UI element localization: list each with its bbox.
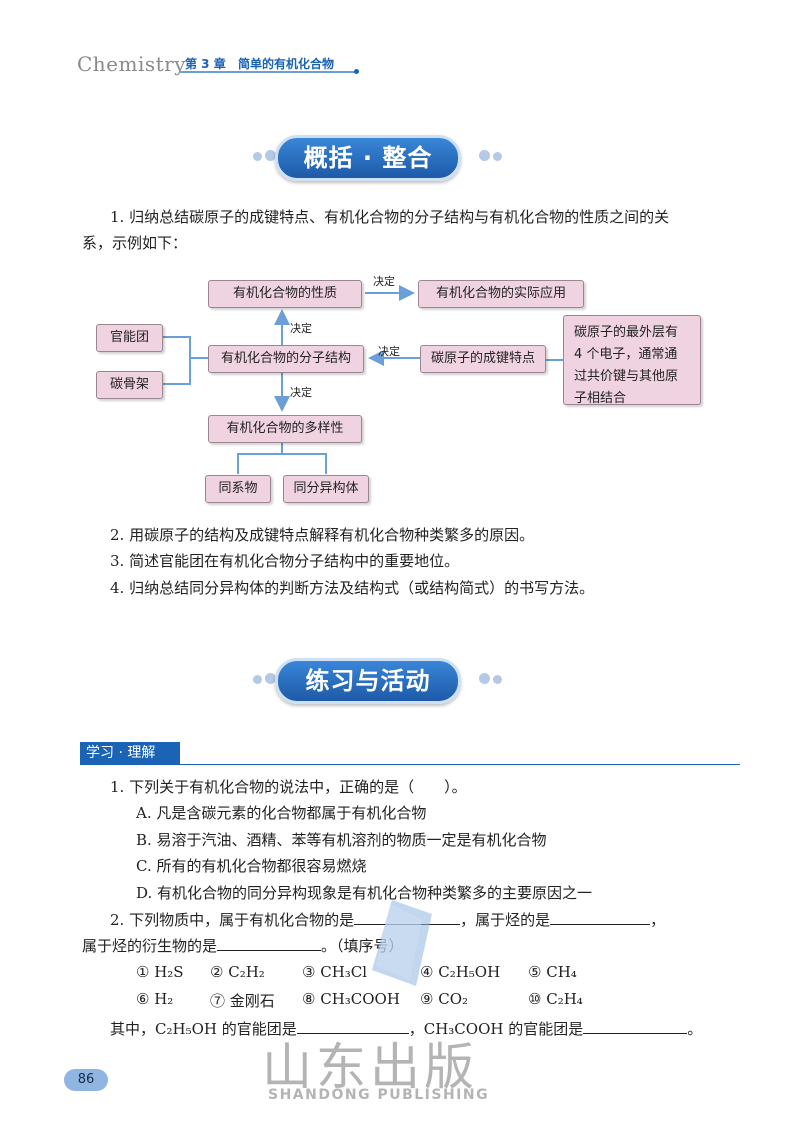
header-rule <box>180 71 356 73</box>
substance-3: ③ CH₃Cl <box>302 963 368 981</box>
substance-7: ⑦ 金刚石 <box>210 992 275 1010</box>
chapter-number: 第 3 章 <box>185 57 226 71</box>
ex2-text-period: 。 <box>687 1020 703 1038</box>
box-carbon-skeleton: 碳骨架 <box>96 371 163 399</box>
publisher-logo-mark <box>372 900 432 986</box>
watermark-english: SHANDONG PUBLISHING <box>268 1087 490 1103</box>
substance-10: ⑩ C₂H₄ <box>528 990 583 1008</box>
section-banner-summary: 概括 · 整合 <box>235 135 535 181</box>
ex2-text-derivative: 属于烃的衍生物的是 <box>82 937 218 955</box>
chapter-title: 简单的有机化合物 <box>238 57 335 71</box>
box-isomer: 同分异构体 <box>283 475 369 503</box>
section-banner-exercises: 练习与活动 <box>235 658 535 704</box>
substance-2: ② C₂H₂ <box>210 963 265 981</box>
ex2-line3: 其中，C₂H₅OH 的官能团是 ，CH₃COOH 的官能团是 。 <box>110 1018 702 1040</box>
box-application: 有机化合物的实际应用 <box>418 280 584 308</box>
box-functional-group: 官能团 <box>96 324 163 352</box>
q3: 3. 简述官能团在有机化合物分子结构中的重要地位。 <box>110 552 460 570</box>
substance-4: ④ C₂H₅OH <box>420 963 501 981</box>
answer-blank-derivative[interactable] <box>217 936 322 951</box>
ex1-option-b: B. 易溶于汽油、酒精、苯等有机溶剂的物质一定是有机化合物 <box>136 831 547 849</box>
box-homolog: 同系物 <box>205 475 271 503</box>
label-decide-1: 决定 <box>373 275 395 288</box>
section-title-summary: 概括 · 整合 <box>275 135 461 181</box>
substance-1: ① H₂S <box>136 963 184 981</box>
answer-blank-hydrocarbon[interactable] <box>550 910 651 925</box>
answer-blank-acetic-group[interactable] <box>583 1019 688 1034</box>
header-logo: Chemistry <box>77 52 187 76</box>
concept-diagram-arrows <box>161 285 563 474</box>
page-number: 86 <box>64 1069 108 1091</box>
ex1-option-a: A. 凡是含碳元素的化合物都属于有机化合物 <box>136 804 427 822</box>
header-dot <box>354 69 359 74</box>
ex2-text-comma: ， <box>650 911 666 929</box>
answer-blank-ethanol-group[interactable] <box>296 1019 409 1034</box>
subheading-rule <box>80 764 740 765</box>
label-decide-4: 决定 <box>290 386 312 399</box>
substance-9: ⑨ CO₂ <box>420 990 469 1008</box>
section-title-exercises: 练习与活动 <box>275 658 461 704</box>
ex1-option-d: D. 有机化合物的同分异构现象是有机化合物种类繁多的主要原因之一 <box>136 884 593 902</box>
ex2-text-acetic-group: ，CH₃COOH 的官能团是 <box>408 1020 584 1038</box>
substance-5: ⑤ CH₄ <box>528 963 577 981</box>
box-properties: 有机化合物的性质 <box>208 280 362 308</box>
substance-8: ⑧ CH₃COOH <box>302 990 400 1008</box>
ex2-text-hydrocarbon: ，属于烃的是 <box>460 911 551 929</box>
box-diversity: 有机化合物的多样性 <box>208 415 362 443</box>
ex2-line1: 2. 下列物质中，属于有机化合物的是 ，属于烃的是 ， <box>110 909 665 931</box>
q1-line2: 系，示例如下： <box>82 234 188 252</box>
ex2-text-ethanol-group: 其中，C₂H₅OH 的官能团是 <box>110 1020 297 1038</box>
ex1-option-c: C. 所有的有机化合物都很容易燃烧 <box>136 857 367 875</box>
box-structure: 有机化合物的分子结构 <box>208 345 364 373</box>
ex1-stem: 1. 下列关于有机化合物的说法中，正确的是（ ）。 <box>110 778 467 796</box>
box-bond-features: 碳原子的成键特点 <box>420 345 546 373</box>
box-carbon-note: 碳原子的最外层有 4 个电子，通常通过共价键与其他原子相结合 <box>563 315 701 406</box>
subheading-study: 学习 · 理解 <box>80 742 180 764</box>
substance-6: ⑥ H₂ <box>136 990 174 1008</box>
ex2-line2: 属于烃的衍生物的是。（填序号） <box>82 935 404 957</box>
label-decide-3: 决定 <box>378 345 400 358</box>
ex2-text-organic: 2. 下列物质中，属于有机化合物的是 <box>110 911 355 929</box>
q1-line1: 1. 归纳总结碳原子的成键特点、有机化合物的分子结构与有机化合物的性质之间的关 <box>110 208 670 226</box>
q4: 4. 归纳总结同分异构体的判断方法及结构式（或结构简式）的书写方法。 <box>110 579 595 597</box>
label-decide-2: 决定 <box>290 322 312 335</box>
q2: 2. 用碳原子的结构及成键特点解释有机化合物种类繁多的原因。 <box>110 526 535 544</box>
watermark-chinese: 山东出版 <box>262 1038 478 1096</box>
